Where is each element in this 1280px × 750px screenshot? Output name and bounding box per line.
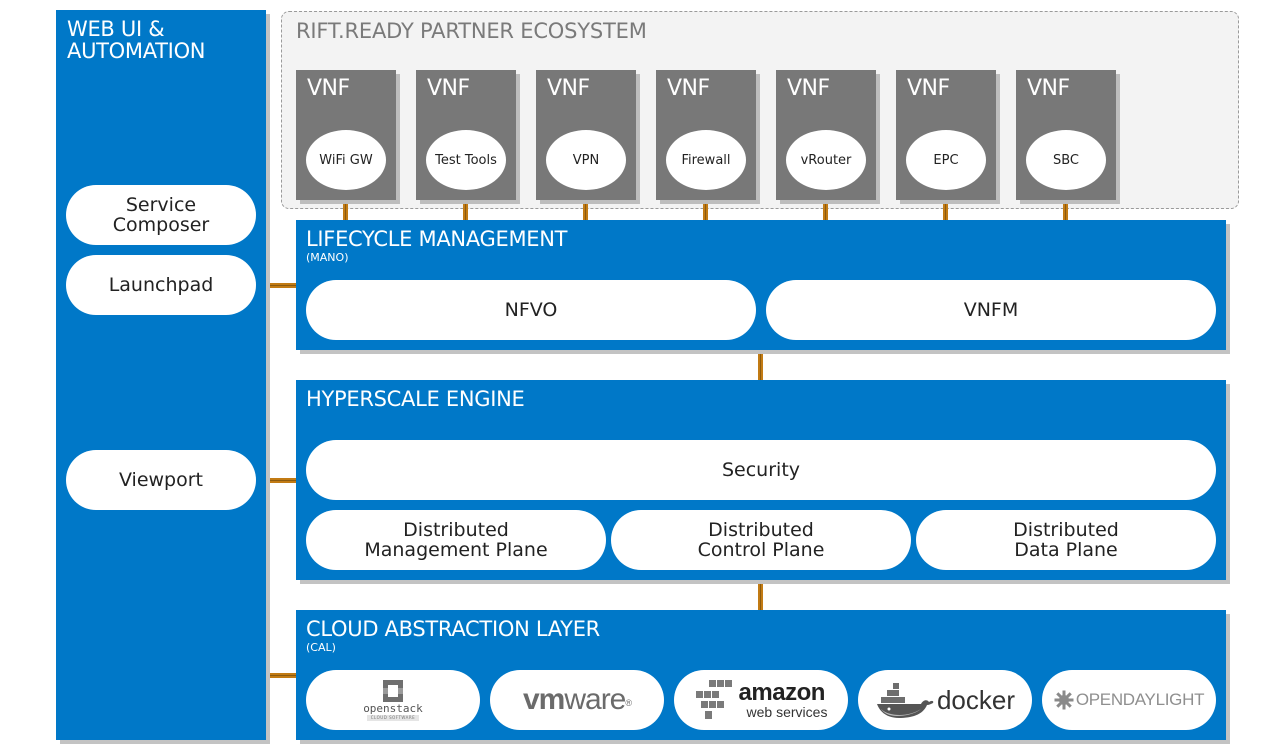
aws-logo-button[interactable]: amazon web services <box>674 670 848 730</box>
hyperscale-engine-panel: HYPERSCALE ENGINE Security Distributed M… <box>296 380 1226 580</box>
cal-title: CLOUD ABSTRACTION LAYER <box>306 617 600 641</box>
aws-webservices: web services <box>746 704 828 720</box>
nfvo-button[interactable]: NFVO <box>306 280 756 340</box>
plane-line2: Control Plane <box>697 539 825 561</box>
distributed-management-plane-button[interactable]: Distributed Management Plane <box>306 510 606 570</box>
distributed-control-plane-button[interactable]: Distributed Control Plane <box>611 510 911 570</box>
vnf-sbc[interactable]: VNF SBC <box>1016 70 1116 200</box>
vnf-tag: VNF <box>307 76 350 101</box>
web-ui-title: WEB UI & AUTOMATION <box>67 17 206 63</box>
openstack-wordmark: openstack <box>363 702 423 715</box>
docker-logo-button[interactable]: docker <box>858 670 1032 730</box>
cal-subtitle: (CAL) <box>306 641 336 654</box>
service-composer-line2: Composer <box>112 214 210 236</box>
vmware-mark: ® <box>625 698 632 708</box>
service-composer-button[interactable]: Service Composer <box>66 185 256 245</box>
vnf-connector <box>463 198 468 222</box>
docker-whale-icon <box>876 683 934 718</box>
vnf-connector <box>703 198 708 222</box>
service-composer-line1: Service <box>125 194 197 216</box>
vnf-label: EPC <box>906 130 986 190</box>
vmware-bold: vm <box>522 683 565 716</box>
partner-ecosystem-title: RIFT.READY PARTNER ECOSYSTEM <box>296 19 647 43</box>
lifecycle-hyperscale-connector <box>758 350 763 381</box>
vmware-logo-button[interactable]: vm ware ® <box>490 670 664 730</box>
openstack-icon <box>383 680 403 702</box>
lifecycle-subtitle: (MANO) <box>306 251 349 264</box>
plane-line2: Data Plane <box>1014 539 1118 561</box>
vnfm-button[interactable]: VNFM <box>766 280 1216 340</box>
vnf-vrouter[interactable]: VNF vRouter <box>776 70 876 200</box>
distributed-data-plane-button[interactable]: Distributed Data Plane <box>916 510 1216 570</box>
opendaylight-wordmark: OPENDAYLIGHT <box>1075 690 1205 709</box>
vnf-tag: VNF <box>787 76 830 101</box>
vnf-label: vRouter <box>786 130 866 190</box>
vnf-connector <box>823 198 828 222</box>
vnf-tag: VNF <box>1027 76 1070 101</box>
viewport-button[interactable]: Viewport <box>66 450 256 510</box>
security-label: Security <box>721 459 801 481</box>
vnf-label: Test Tools <box>426 130 506 190</box>
vnf-label: WiFi GW <box>306 130 386 190</box>
hyperscale-cal-connector <box>758 580 763 611</box>
webui-lifecycle-connector <box>266 283 297 288</box>
aws-logo: amazon web services <box>695 679 828 721</box>
vnf-tag: VNF <box>907 76 950 101</box>
vnf-tag: VNF <box>667 76 710 101</box>
vnf-test-tools[interactable]: VNF Test Tools <box>416 70 516 200</box>
vnfm-label: VNFM <box>963 299 1019 321</box>
vmware-rest: ware <box>564 683 626 716</box>
lifecycle-management-panel: LIFECYCLE MANAGEMENT (MANO) NFVO VNFM <box>296 220 1226 350</box>
web-ui-automation-panel: WEB UI & AUTOMATION Service Composer Lau… <box>56 10 266 740</box>
webui-cal-connector <box>266 673 297 678</box>
vnf-connector <box>943 198 948 222</box>
aws-amazon: amazon <box>738 679 826 706</box>
vnf-connector <box>583 198 588 222</box>
vnf-epc[interactable]: VNF EPC <box>896 70 996 200</box>
vnf-vpn[interactable]: VNF VPN <box>536 70 636 200</box>
vnf-connector <box>1063 198 1068 222</box>
vnf-tag: VNF <box>427 76 470 101</box>
vnf-tag: VNF <box>547 76 590 101</box>
vnf-label: SBC <box>1026 130 1106 190</box>
plane-line1: Distributed <box>708 519 814 541</box>
aws-wordmark: amazon web services <box>738 679 828 720</box>
hyperscale-title: HYPERSCALE ENGINE <box>306 387 525 411</box>
vnf-connector <box>343 198 348 222</box>
vmware-logo: vm ware ® <box>522 683 632 716</box>
nfvo-label: NFVO <box>504 299 558 321</box>
webui-hyperscale-connector <box>266 478 297 483</box>
opendaylight-logo-button[interactable]: OPENDAYLIGHT <box>1042 670 1216 730</box>
vnf-wifi-gw[interactable]: VNF WiFi GW <box>296 70 396 200</box>
openstack-logo-button[interactable]: openstack CLOUD SOFTWARE <box>306 670 480 730</box>
opendaylight-burst-icon <box>1054 690 1074 710</box>
web-ui-title-line1: WEB UI & <box>67 17 165 41</box>
viewport-label: Viewport <box>118 469 204 491</box>
docker-logo: docker <box>875 681 1015 719</box>
opendaylight-logo: OPENDAYLIGHT <box>1054 690 1204 710</box>
lifecycle-title: LIFECYCLE MANAGEMENT <box>306 227 568 251</box>
launchpad-button[interactable]: Launchpad <box>66 255 256 315</box>
plane-line1: Distributed <box>403 519 509 541</box>
launchpad-label: Launchpad <box>108 274 214 296</box>
cloud-abstraction-layer-panel: CLOUD ABSTRACTION LAYER (CAL) openstack … <box>296 610 1226 740</box>
vnf-label: Firewall <box>666 130 746 190</box>
web-ui-title-line2: AUTOMATION <box>67 39 206 63</box>
vnf-firewall[interactable]: VNF Firewall <box>656 70 756 200</box>
aws-cubes-icon <box>695 680 732 719</box>
plane-line2: Management Plane <box>364 539 548 561</box>
security-button[interactable]: Security <box>306 440 1216 500</box>
vnf-label: VPN <box>546 130 626 190</box>
openstack-tagline: CLOUD SOFTWARE <box>366 715 420 721</box>
plane-line1: Distributed <box>1013 519 1119 541</box>
docker-wordmark: docker <box>936 685 1016 715</box>
